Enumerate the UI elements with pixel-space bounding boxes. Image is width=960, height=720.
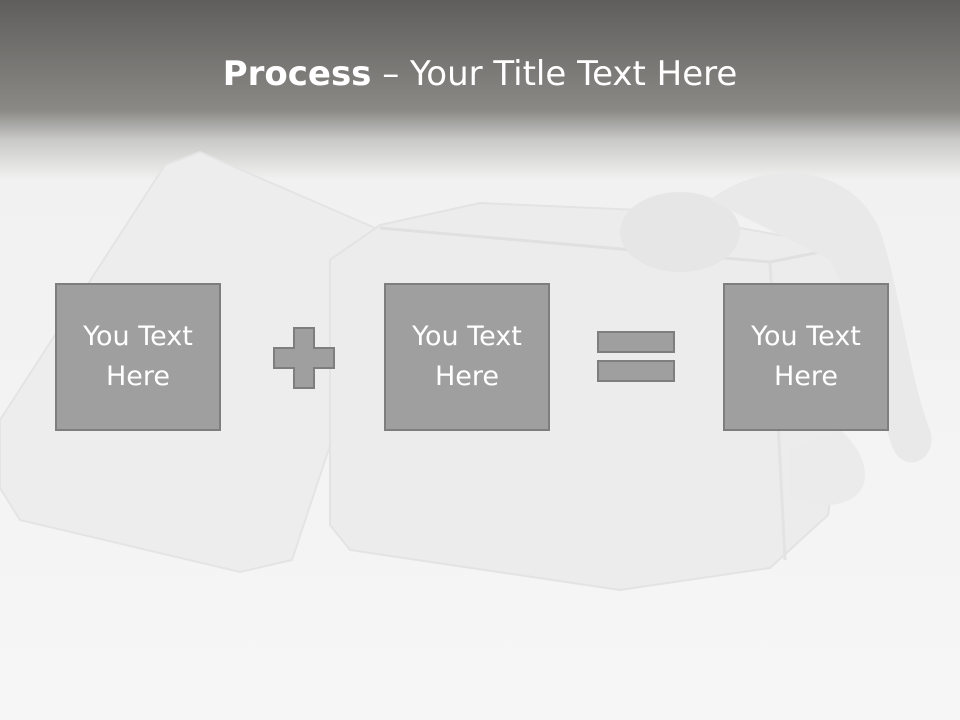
slide-title: Process – Your Title Text Here	[0, 52, 960, 96]
process-box-3[interactable]: You Text Here	[723, 283, 889, 431]
plus-icon	[273, 327, 335, 389]
equals-icon	[597, 331, 675, 382]
process-box-2[interactable]: You Text Here	[384, 283, 550, 431]
title-bold: Process	[222, 54, 372, 94]
title-rest: – Your Title Text Here	[371, 54, 738, 94]
process-box-1[interactable]: You Text Here	[55, 283, 221, 431]
